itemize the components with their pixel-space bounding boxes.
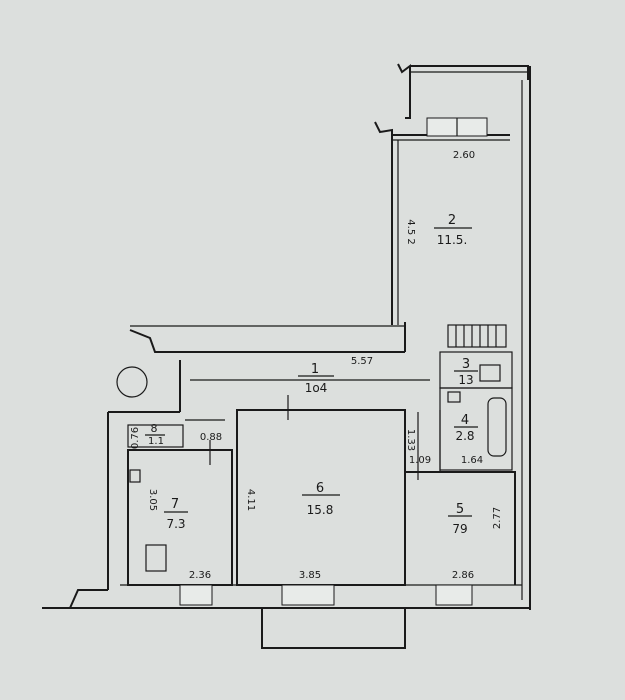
dim-0-88: 0.88: [200, 432, 222, 443]
dim-2-77: 2.77: [492, 507, 503, 529]
dimension-labels: 2.60 4.5 2 5.57 0.88 0.76 3.05 4.11 1.33…: [130, 150, 503, 581]
window-room-6: [281, 584, 335, 606]
room-6-area: 15.8: [307, 503, 334, 517]
room-1-area: 1o4: [305, 381, 328, 395]
dim-2-86: 2.86: [452, 570, 474, 581]
room-8-number: 8: [151, 422, 158, 435]
dim-4-52: 4.5 2: [405, 219, 416, 244]
washbasin: [447, 391, 461, 403]
interior-walls: [127, 351, 516, 586]
bathtub: [487, 397, 507, 457]
room-8-area: 1.1: [148, 436, 164, 447]
room-7-number: 7: [171, 497, 179, 512]
window-room-7: [179, 584, 213, 606]
room-2-area: 11.5.: [437, 233, 468, 247]
dim-3-05: 3.05: [147, 489, 158, 511]
dim-2-60: 2.60: [453, 150, 475, 161]
room-3-area: 13: [458, 373, 473, 387]
dim-0-76: 0.76: [130, 427, 141, 449]
outer-walls: [42, 66, 531, 610]
windows: [179, 117, 507, 606]
sink: [129, 469, 141, 483]
fixtures: [116, 364, 507, 572]
room-4-number: 4: [461, 413, 469, 428]
dim-5-57: 5.57: [351, 356, 373, 367]
bottom-balcony: [261, 608, 406, 649]
balcony: [397, 63, 529, 119]
dim-3-85: 3.85: [299, 570, 321, 581]
dim-2-36: 2.36: [189, 570, 211, 581]
room-5-area: 79: [452, 522, 467, 536]
toilet: [479, 364, 501, 382]
dim-1-09: 1.09: [409, 455, 431, 466]
room-7-area: 7.3: [166, 517, 185, 531]
room-4-area: 2.8: [455, 429, 474, 443]
room-2-number: 2: [448, 213, 456, 228]
round-fixture: [116, 366, 148, 398]
room-1-number: 1: [311, 362, 319, 377]
room-6-number: 6: [316, 481, 324, 496]
dim-4-11: 4.11: [245, 489, 256, 511]
vent-grid: [447, 324, 507, 348]
stove: [145, 544, 167, 572]
window-room-5: [435, 584, 473, 606]
dim-1-33: 1.33: [405, 429, 416, 451]
dim-1-64: 1.64: [461, 455, 483, 466]
room-5-number: 5: [456, 502, 464, 517]
room-3-number: 3: [462, 357, 470, 372]
room-labels: 2 11.5. 1 1o4 3 13 4 2.8 5 79 6 15.8 7 7…: [145, 213, 478, 536]
